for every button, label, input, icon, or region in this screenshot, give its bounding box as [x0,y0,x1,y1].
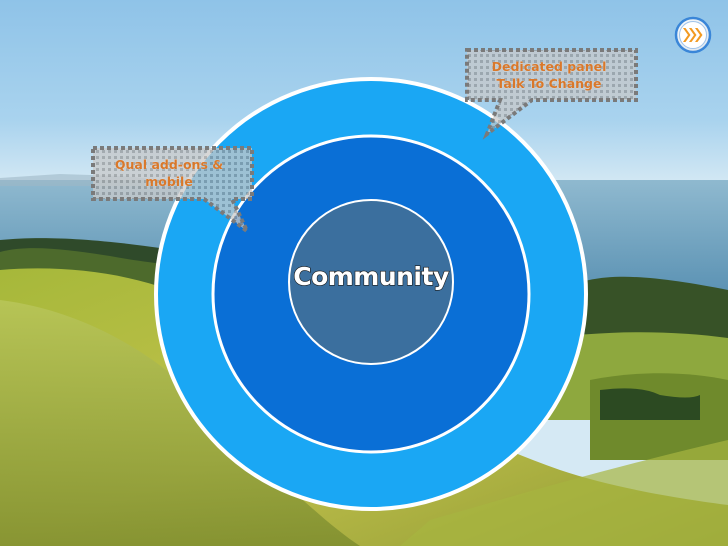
callout-left-line-2: mobile [94,173,244,190]
callout-left-line-1: Qual add-ons & [94,156,244,173]
fast-forward-icon [674,16,712,54]
community-label: Community [289,262,453,291]
callout-right-line-2: Talk To Change [471,75,627,92]
next-slide-button[interactable] [674,16,712,54]
callout-right-line-1: Dedicated panel [471,58,627,75]
callout-right-text: Dedicated panel Talk To Change [471,58,627,92]
callout-left-text: Qual add-ons & mobile [94,156,244,190]
